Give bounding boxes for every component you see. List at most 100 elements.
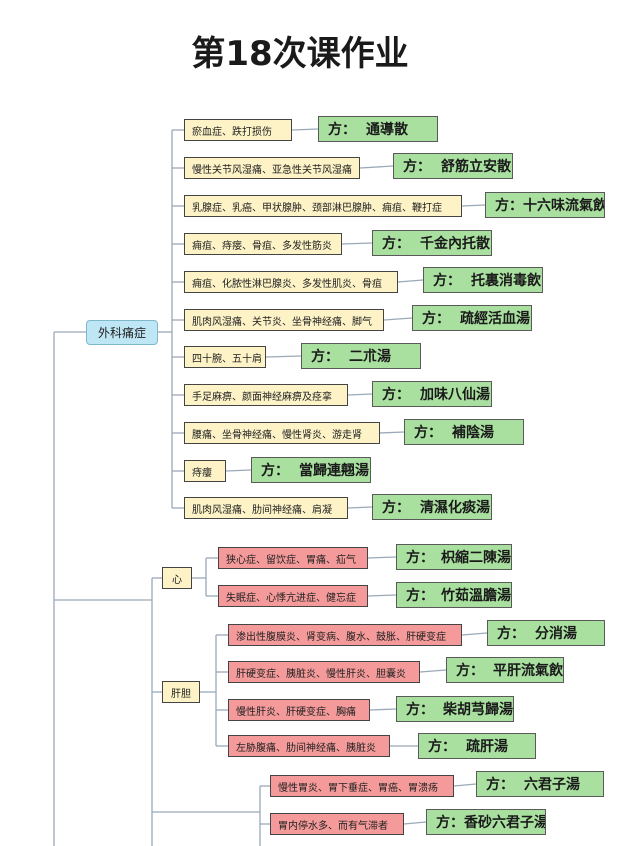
symptom-node-label: 失眠症、心悸亢进症、健忘症 xyxy=(226,592,356,604)
symptom-node-label: 渗出性腹膜炎、肾变病、腹水、鼓胀、肝硬变症 xyxy=(236,631,446,643)
prescription-prefix: 方： xyxy=(382,236,410,252)
prescription-box[interactable]: 方： 清濕化痰湯 xyxy=(372,494,492,520)
prescription-box[interactable]: 方：分消湯 xyxy=(487,620,605,646)
prescription-box[interactable]: 方：六君子湯 xyxy=(476,771,604,797)
prescription-prefix: 方： xyxy=(406,588,434,604)
prescription-prefix: 方： xyxy=(328,122,356,138)
symptom-node[interactable]: 瘀血症、跌打损伤 xyxy=(184,119,292,141)
prescription-name: 補陰湯 xyxy=(452,425,494,441)
prescription-prefix: 方： xyxy=(261,463,289,479)
symptom-node[interactable]: 手足麻痹、颜面神经麻痹及痉挛 xyxy=(184,384,348,406)
category-node-liver-label: 肝胆 xyxy=(171,688,191,700)
connector-line xyxy=(367,556,397,559)
category-node-liver[interactable]: 肝胆 xyxy=(162,681,200,703)
prescription-box[interactable]: 方： 托裏消毒飲 xyxy=(423,267,543,293)
connector-line xyxy=(225,469,252,472)
prescription-name: 平肝流氣飲 xyxy=(493,663,563,679)
symptom-node[interactable]: 慢性肝炎、肝硬变症、胸痛 xyxy=(228,699,370,721)
prescription-box[interactable]: 方：平肝流氣飲 xyxy=(446,657,564,683)
prescription-prefix: 方： xyxy=(406,550,434,566)
prescription-box[interactable]: 方：二朮湯 xyxy=(301,343,421,369)
prescription-box[interactable]: 方：香砂六君子湯 xyxy=(426,809,546,835)
prescription-prefix: 方： xyxy=(382,500,410,516)
symptom-node-label: 肌肉风湿痛、关节炎、坐骨神经痛、脚气 xyxy=(192,316,372,328)
symptom-node-label: 肝硬变症、胰脏炎、慢性肝炎、胆囊炎 xyxy=(236,668,406,680)
symptom-node[interactable]: 狭心症、留饮症、胃痛、疝气 xyxy=(218,547,368,569)
symptom-node[interactable]: 失眠症、心悸亢进症、健忘症 xyxy=(218,585,368,607)
symptom-node-label: 手足麻痹、颜面神经麻痹及痉挛 xyxy=(192,391,332,403)
prescription-name: 千金內托散 xyxy=(420,236,490,252)
symptom-node[interactable]: 渗出性腹膜炎、肾变病、腹水、鼓胀、肝硬变症 xyxy=(228,624,462,646)
prescription-box[interactable]: 方：舒筋立安散 xyxy=(393,153,513,179)
prescription-name: 香砂六君子湯 xyxy=(464,815,546,831)
connector-line xyxy=(403,821,427,825)
symptom-node-label: 胃内停水多、而有气滞者 xyxy=(278,820,388,832)
connector-line xyxy=(265,355,302,358)
prescription-prefix: 方： xyxy=(497,626,525,642)
prescription-prefix: 方： xyxy=(311,349,339,365)
connector-line xyxy=(453,783,477,787)
connector-line xyxy=(379,431,405,434)
prescription-prefix: 方： xyxy=(406,702,434,718)
prescription-prefix: 方： xyxy=(414,425,442,441)
prescription-box[interactable]: 方： 枳縮二陳湯 xyxy=(396,544,512,570)
connector-line xyxy=(291,128,319,131)
prescription-prefix: 方： xyxy=(422,311,450,327)
connector-line xyxy=(359,165,394,169)
symptom-node[interactable]: 肌肉风湿痛、关节炎、坐骨神经痛、脚气 xyxy=(184,309,384,331)
symptom-node[interactable]: 胃内停水多、而有气滞者 xyxy=(270,813,404,835)
symptom-node-label: 乳腺症、乳癌、甲状腺肿、颈部淋巴腺肿、痈疽、鞭打症 xyxy=(192,202,442,214)
prescription-prefix: 方： xyxy=(403,159,431,175)
prescription-box[interactable]: 方： 疏經活血湯 xyxy=(412,305,532,331)
root-node-surgery[interactable]: 外科痛症 xyxy=(86,320,158,345)
category-node-heart[interactable]: 心 xyxy=(162,567,192,589)
connector-line xyxy=(397,279,424,283)
prescription-name: 清濕化痰湯 xyxy=(420,500,490,516)
connector-line xyxy=(461,204,486,207)
prescription-box[interactable]: 方：當歸連翹湯 xyxy=(251,457,371,483)
prescription-box[interactable]: 方：十六味流氣飲 xyxy=(485,192,605,218)
prescription-name: 枳縮二陳湯 xyxy=(441,550,511,566)
symptom-node[interactable]: 痔瘻 xyxy=(184,460,226,482)
prescription-name: 竹茹溫膽湯 xyxy=(441,588,511,604)
symptom-node-label: 瘀血症、跌打损伤 xyxy=(192,126,272,138)
prescription-name: 疏經活血湯 xyxy=(460,311,530,327)
symptom-node[interactable]: 肌肉风湿痛、肋间神经痛、肩凝 xyxy=(184,497,348,519)
connector-line xyxy=(341,242,373,245)
category-node-heart-label: 心 xyxy=(172,574,182,586)
symptom-node[interactable]: 慢性胃炎、胃下垂症、胃癌、胃溃疡 xyxy=(270,775,454,797)
prescription-prefix: 方： xyxy=(382,387,410,403)
prescription-name: 托裏消毒飲 xyxy=(471,273,541,289)
symptom-node-label: 腰痛、坐骨神经痛、慢性肾炎、游走肾 xyxy=(192,429,362,441)
symptom-node[interactable]: 乳腺症、乳癌、甲状腺肿、颈部淋巴腺肿、痈疽、鞭打症 xyxy=(184,195,462,217)
prescription-box[interactable]: 方： 竹茹溫膽湯 xyxy=(396,582,512,608)
symptom-node-label: 左胁腹痛、肋间神经痛、胰脏炎 xyxy=(236,742,376,754)
symptom-node[interactable]: 四十腕、五十肩 xyxy=(184,346,266,368)
symptom-node[interactable]: 腰痛、坐骨神经痛、慢性肾炎、游走肾 xyxy=(184,422,380,444)
symptom-node-label: 肌肉风湿痛、肋间神经痛、肩凝 xyxy=(192,504,332,516)
symptom-node[interactable]: 痈疽、化脓性淋巴腺炎、多发性肌炎、骨疽 xyxy=(184,271,398,293)
symptom-node-label: 慢性肝炎、肝硬变症、胸痛 xyxy=(236,706,356,718)
symptom-node[interactable]: 痈疽、痔瘘、骨疽、多发性筋炎 xyxy=(184,233,342,255)
prescription-box[interactable]: 方： 補陰湯 xyxy=(404,419,524,445)
symptom-node[interactable]: 慢性关节风湿痛、亚急性关节风湿痛 xyxy=(184,157,360,179)
connector-line xyxy=(419,669,447,673)
prescription-box[interactable]: 方： 千金內托散 xyxy=(372,230,492,256)
prescription-box[interactable]: 方：通導散 xyxy=(318,116,438,142)
prescription-box[interactable]: 方： 加味八仙湯 xyxy=(372,381,492,407)
prescription-prefix: 方： xyxy=(428,739,456,755)
connector-line xyxy=(369,708,397,711)
prescription-prefix: 方： xyxy=(495,198,523,214)
symptom-node[interactable]: 肝硬变症、胰脏炎、慢性肝炎、胆囊炎 xyxy=(228,661,420,683)
symptom-node[interactable]: 左胁腹痛、肋间神经痛、胰脏炎 xyxy=(228,735,390,757)
connector-line xyxy=(347,506,373,509)
symptom-node-label: 慢性胃炎、胃下垂症、胃癌、胃溃疡 xyxy=(278,782,438,794)
symptom-node-label: 四十腕、五十肩 xyxy=(192,353,262,365)
symptom-node-label: 慢性关节风湿痛、亚急性关节风湿痛 xyxy=(192,164,352,176)
connector-line xyxy=(367,594,397,597)
prescription-box[interactable]: 方：柴胡芎歸湯 xyxy=(396,696,514,722)
prescription-prefix: 方： xyxy=(433,273,461,289)
prescription-name: 加味八仙湯 xyxy=(420,387,490,403)
prescription-box[interactable]: 方：疏肝湯 xyxy=(418,733,536,759)
